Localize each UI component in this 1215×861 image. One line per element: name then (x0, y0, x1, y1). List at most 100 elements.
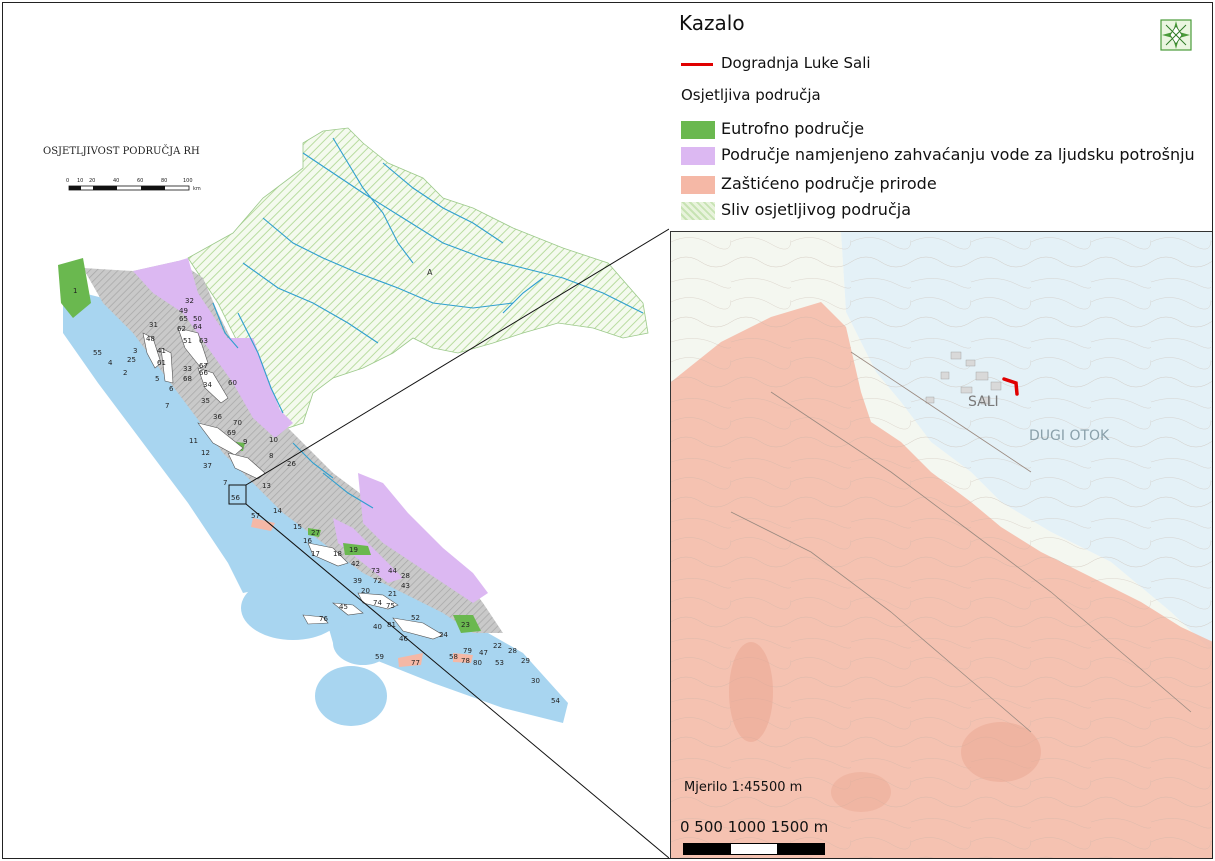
svg-text:20: 20 (361, 587, 370, 595)
catchment-area (187, 127, 649, 434)
legend-heading: Osjetljiva područja (681, 86, 821, 104)
svg-text:75: 75 (386, 602, 395, 610)
svg-text:67: 67 (199, 362, 208, 370)
connector-line (245, 228, 669, 486)
svg-text:18: 18 (333, 550, 342, 558)
svg-text:12: 12 (201, 449, 210, 457)
svg-text:58: 58 (449, 653, 458, 661)
inset-extent-box (228, 484, 247, 505)
project-red-line (1002, 377, 1019, 396)
svg-text:6: 6 (169, 385, 174, 393)
svg-text:21: 21 (388, 590, 397, 598)
svg-text:28: 28 (401, 572, 410, 580)
north-arrow-icon (1160, 19, 1192, 51)
scale-text: Mjerilo 1:45500 m (684, 780, 803, 795)
svg-text:7: 7 (165, 402, 169, 410)
svg-text:27: 27 (311, 529, 320, 537)
svg-text:80: 80 (473, 659, 482, 667)
water-supply-zone (218, 338, 281, 418)
svg-text:37: 37 (203, 462, 212, 470)
svg-text:9: 9 (243, 438, 247, 446)
legend-swatch (681, 147, 715, 165)
svg-text:78: 78 (461, 657, 470, 665)
svg-text:62: 62 (177, 325, 186, 333)
detail-scale-bar (683, 843, 825, 855)
svg-text:47: 47 (479, 649, 488, 657)
sea-zone-circle (315, 666, 387, 726)
svg-text:34: 34 (203, 381, 212, 389)
legend-swatch (681, 176, 715, 194)
legend-swatch (681, 202, 715, 220)
svg-text:68: 68 (183, 375, 192, 383)
overview-map: OSJETLJIVOST PODRUČJA RH 0 10 20 40 60 8… (43, 127, 669, 858)
eutrophic-zone (308, 528, 321, 537)
svg-text:1: 1 (73, 287, 77, 295)
svg-text:59: 59 (375, 653, 384, 661)
red-line-swatch (681, 63, 713, 66)
svg-text:25: 25 (127, 356, 136, 364)
scale-tick: 0 (66, 178, 69, 184)
svg-text:69: 69 (227, 429, 236, 437)
island-label: DUGI OTOK (1029, 428, 1110, 444)
svg-text:26: 26 (287, 460, 296, 468)
eutrophic-zone (343, 543, 371, 555)
svg-text:31: 31 (149, 321, 158, 329)
scale-tick: 40 (113, 178, 119, 184)
svg-text:32: 32 (185, 297, 194, 305)
legend-project-label: Dogradnja Luke Sali (721, 54, 871, 72)
svg-text:74: 74 (373, 599, 382, 607)
svg-text:8: 8 (269, 452, 273, 460)
svg-text:79: 79 (463, 647, 472, 655)
detail-map: SALI DUGI OTOK (670, 231, 1212, 858)
svg-text:22: 22 (493, 642, 502, 650)
overview-scale-bar: 0 10 20 40 60 80 100 km (66, 178, 201, 192)
eutrophic-zone (58, 258, 91, 318)
svg-text:72: 72 (373, 577, 382, 585)
town-label: SALI (968, 394, 999, 410)
svg-text:30: 30 (531, 677, 540, 685)
svg-text:73: 73 (371, 567, 380, 575)
sea-zone-circle (333, 621, 393, 665)
svg-text:52: 52 (411, 614, 420, 622)
svg-text:56: 56 (231, 494, 240, 502)
svg-text:35: 35 (201, 397, 210, 405)
overview-title: OSJETLJIVOST PODRUČJA RH (43, 145, 200, 157)
region-label: A (427, 268, 433, 277)
scale-tick: 100 (183, 178, 193, 184)
svg-text:16: 16 (303, 537, 312, 545)
scale-unit: km (193, 186, 201, 192)
svg-text:5: 5 (155, 375, 159, 383)
svg-text:43: 43 (401, 582, 410, 590)
svg-text:40: 40 (373, 623, 382, 631)
svg-text:61: 61 (157, 359, 166, 367)
roads (730, 351, 1192, 733)
svg-text:13: 13 (262, 482, 271, 490)
connector-line (245, 503, 669, 858)
svg-text:3: 3 (133, 347, 137, 355)
svg-text:77: 77 (411, 659, 420, 667)
svg-text:19: 19 (349, 546, 358, 554)
svg-text:29: 29 (521, 657, 530, 665)
sea-zone-circle (241, 576, 345, 640)
svg-text:14: 14 (273, 507, 282, 515)
legend-title: Kazalo (679, 11, 745, 35)
legend-swatch (681, 121, 715, 139)
svg-text:70: 70 (233, 419, 242, 427)
svg-text:49: 49 (179, 307, 188, 315)
rivers (212, 137, 644, 509)
protected-zone (251, 518, 275, 531)
svg-text:23: 23 (461, 621, 470, 629)
svg-text:51: 51 (183, 337, 192, 345)
legend-item-label: Zaštićeno područje prirode (721, 174, 937, 193)
svg-text:11: 11 (189, 437, 198, 445)
legend-item-label: Područje namjenjeno zahvaćanju vode za l… (721, 145, 1195, 164)
svg-text:44: 44 (388, 567, 397, 575)
scale-numbers: 0 500 1000 1500 m (680, 818, 829, 836)
svg-text:45: 45 (339, 603, 348, 611)
svg-text:7: 7 (223, 479, 227, 487)
scale-bar-segment (731, 844, 777, 854)
svg-text:76: 76 (319, 615, 328, 623)
svg-text:15: 15 (293, 523, 302, 531)
town-blocks (925, 351, 1002, 405)
